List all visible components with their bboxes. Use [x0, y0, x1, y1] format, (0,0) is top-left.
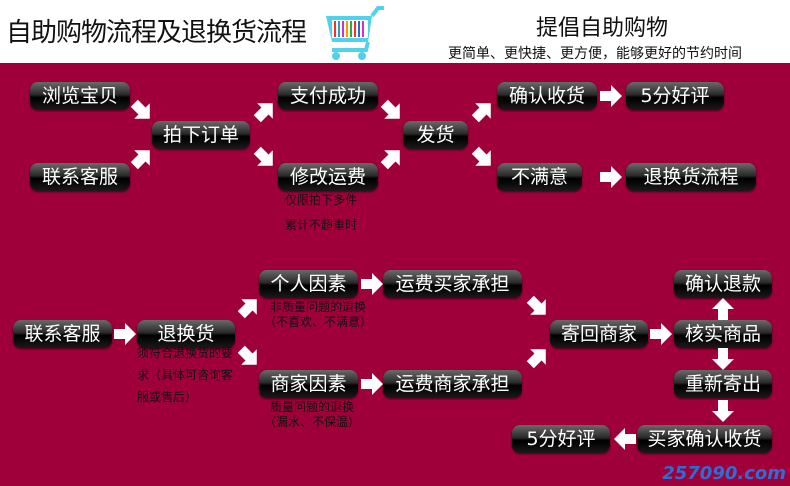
- note-merchant: 质量问题的退换 （漏水、不保温）: [262, 400, 362, 430]
- arrow-icon: [471, 103, 491, 123]
- shopping-cart-icon: [326, 6, 384, 60]
- node-return-exchange: 退换货: [137, 320, 235, 348]
- note-line: （不喜欢、不满意）: [263, 315, 372, 329]
- node-return-flow: 退换货流程: [626, 163, 756, 191]
- node-contact-service: 联系客服: [30, 163, 130, 191]
- arrow-icon: [237, 299, 257, 319]
- node-five-star-review: 5分好评: [626, 82, 724, 110]
- node-verify-goods: 核实商品: [674, 320, 772, 348]
- arrow-icon: [650, 323, 672, 345]
- note-line: 求（具体可咨询客: [137, 368, 234, 382]
- slogan-subtitle: 更简单、更快捷、更方便，能够更好的节约时间: [448, 46, 742, 62]
- note-weight: 累计不超重时: [285, 218, 358, 232]
- arrow-icon: [130, 150, 150, 170]
- node-buyer-pays-shipping: 运费买家承担: [383, 270, 522, 298]
- arrow-icon: [253, 146, 273, 166]
- node-buyer-confirm: 买家确认收货: [637, 425, 772, 453]
- arrow-icon: [526, 295, 546, 315]
- arrow-icon: [526, 349, 546, 369]
- node-confirm-refund: 确认退款: [674, 270, 772, 298]
- arrow-icon: [600, 166, 622, 188]
- arrow-icon: [237, 345, 257, 365]
- node-modify-shipping: 修改运费: [278, 163, 378, 191]
- node-browse: 浏览宝贝: [30, 82, 130, 110]
- arrow-icon: [130, 99, 150, 119]
- node-merchant-pays-shipping: 运费商家承担: [383, 370, 522, 398]
- arrow-icon: [380, 99, 400, 119]
- note-line: 服或售后）: [137, 390, 198, 404]
- node-contact-service-2: 联系客服: [13, 320, 112, 348]
- node-resend: 重新寄出: [674, 370, 772, 398]
- node-place-order: 拍下订单: [152, 121, 250, 149]
- node-payment-success: 支付成功: [278, 82, 378, 110]
- note-multi-items: 仅限拍下多件: [285, 193, 358, 207]
- node-five-star-review-2: 5分好评: [512, 425, 610, 453]
- slogan: 提倡自助购物: [536, 16, 669, 41]
- node-unsatisfied: 不满意: [497, 163, 582, 191]
- arrow-icon: [471, 146, 491, 166]
- note-line: 须符合退换货的要: [137, 346, 234, 360]
- watermark: 257090.com: [662, 463, 786, 484]
- arrow-icon: [361, 273, 383, 295]
- arrow-icon: [712, 298, 734, 320]
- node-send-back: 寄回商家: [550, 320, 648, 348]
- note-return-requirements: 须符合退换货的要 求（具体可咨询客 服或售后）: [137, 342, 233, 408]
- page-title: 自助购物流程及退换货流程: [6, 18, 307, 48]
- arrow-icon: [600, 85, 622, 107]
- note-personal: 非质量问题的退换 （不喜欢、不满意）: [262, 300, 374, 330]
- arrow-icon: [361, 373, 383, 395]
- arrow-icon: [114, 323, 136, 345]
- arrow-icon: [712, 348, 734, 370]
- header: 自助购物流程及退换货流程 提倡自助购物 更简单、更快捷、更方便，能够更好的节约时…: [0, 0, 790, 63]
- arrow-icon: [712, 400, 734, 422]
- arrow-icon: [380, 150, 400, 170]
- note-line: （漏水、不保温）: [263, 415, 360, 429]
- node-merchant-reason: 商家因素: [259, 370, 358, 398]
- note-line: 质量问题的退换: [269, 400, 354, 414]
- arrow-icon: [253, 103, 273, 123]
- arrow-icon: [614, 428, 636, 450]
- node-ship: 发货: [403, 121, 468, 149]
- node-personal-reason: 个人因素: [259, 270, 358, 298]
- node-confirm-receipt: 确认收货: [497, 82, 597, 110]
- note-line: 非质量问题的退换: [269, 300, 366, 314]
